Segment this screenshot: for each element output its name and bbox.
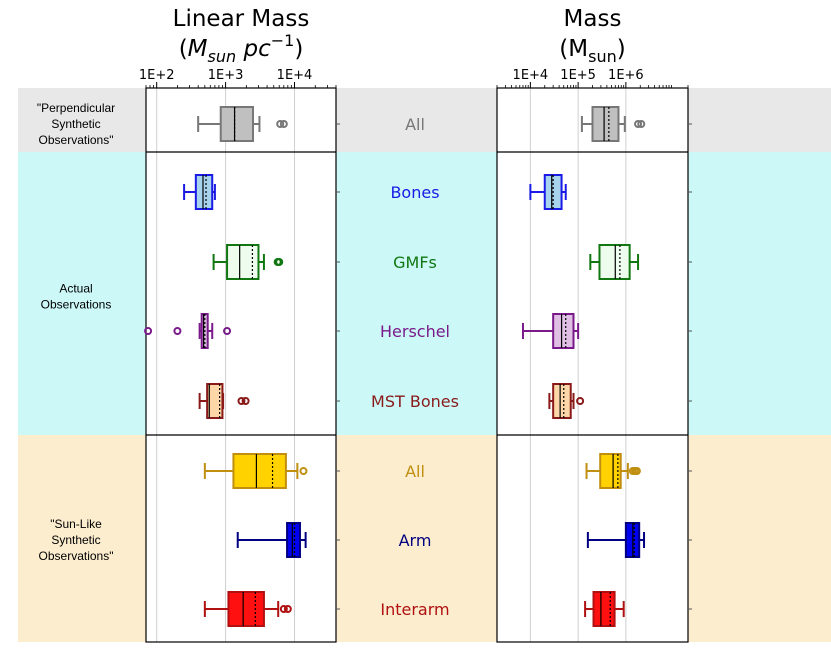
axis-unit-linear-mass: (Msun pc−1): [179, 31, 304, 66]
box-plot: [584, 591, 625, 627]
box-plot: [236, 522, 307, 558]
panel-frame: [145, 87, 337, 643]
category-label: GMFs: [393, 253, 437, 272]
unit-superscript: −1: [271, 31, 295, 50]
flier: [576, 397, 585, 405]
tick-label: 1E+3: [208, 68, 244, 83]
tick-label: 1E+5: [560, 68, 596, 83]
box-iqr: [592, 591, 616, 627]
box-plot: [203, 591, 292, 627]
box-plot: [548, 383, 585, 419]
group-bands: [18, 88, 831, 642]
box-plot: [529, 174, 567, 210]
box-plot: [586, 522, 646, 558]
box-iqr: [599, 453, 622, 489]
flier: [144, 327, 153, 335]
flier: [279, 605, 288, 613]
flier: [637, 120, 646, 128]
box-iqr: [219, 106, 255, 142]
flier: [632, 467, 641, 475]
box-plot: [203, 453, 308, 489]
unit-paren: ): [294, 36, 303, 62]
tick-label: 1E+2: [139, 68, 175, 83]
box-iqr: [232, 453, 287, 489]
panel-frame: [496, 87, 689, 643]
tick-label: 1E+4: [277, 68, 313, 83]
category-label: Interarm: [380, 600, 449, 619]
box-iqr: [598, 244, 631, 280]
axis-title-mass: Mass: [564, 6, 622, 32]
category-label: Arm: [399, 531, 432, 550]
category-label: All: [405, 115, 425, 134]
box-plot: [585, 453, 641, 489]
box-iqr: [227, 591, 265, 627]
flier: [173, 327, 182, 335]
box-iqr: [286, 522, 301, 558]
flier: [276, 120, 285, 128]
panel-frames: [145, 82, 692, 643]
category-label: Herschel: [380, 322, 450, 341]
tick-label: 1E+6: [608, 68, 644, 83]
box-iqr: [226, 244, 260, 280]
axis-unit-mass: (Msun): [559, 36, 625, 66]
group-label: Observations: [41, 298, 112, 312]
box-plot: [580, 106, 646, 142]
box-plot: [521, 313, 580, 349]
panel-background: [146, 88, 336, 642]
box-plot: [197, 106, 288, 142]
flier: [283, 605, 292, 613]
flier: [241, 397, 250, 405]
group-label: Observations": [39, 133, 114, 147]
group-label: "Sun-Like: [50, 517, 102, 531]
box-plot: [198, 383, 250, 419]
box-plot: [212, 244, 284, 280]
axis-title-linear-mass: Linear Mass: [173, 6, 310, 32]
box-iqr: [194, 174, 214, 210]
category-label: Bones: [390, 183, 439, 202]
flier: [237, 397, 246, 405]
box-plot: [183, 174, 216, 210]
category-label: All: [405, 462, 425, 481]
group-label: "Perpendicular: [37, 101, 115, 115]
box-plot: [589, 244, 640, 280]
box-iqr: [591, 106, 620, 142]
flier: [223, 327, 232, 335]
flier: [279, 120, 288, 128]
unit-paren: ): [617, 36, 626, 62]
group-label: Synthetic: [51, 533, 100, 547]
flier: [634, 120, 643, 128]
box-iqr: [206, 383, 224, 419]
unit-symbol: (M: [559, 36, 588, 62]
box-iqr: [552, 313, 575, 349]
box-plot: [144, 313, 232, 349]
group-label: Observations": [39, 549, 114, 563]
group-label: Synthetic: [51, 117, 100, 131]
boxes: [144, 106, 646, 627]
panel-background: [497, 88, 688, 642]
unit-subscript: sun: [588, 47, 617, 66]
unit-subscript: sun: [208, 47, 237, 66]
unit-text: pc: [236, 36, 271, 62]
tick-label: 1E+4: [513, 68, 549, 83]
box-iqr: [552, 383, 572, 419]
flier: [299, 467, 308, 475]
group-label: Actual: [59, 282, 92, 296]
unit-paren: (: [179, 36, 188, 62]
flier: [275, 258, 284, 266]
unit-symbol: M: [188, 36, 208, 62]
category-label: MST Bones: [371, 392, 459, 411]
